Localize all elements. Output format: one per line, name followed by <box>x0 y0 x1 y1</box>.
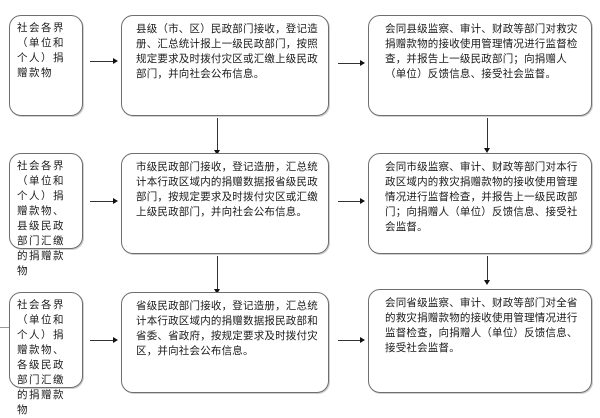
process-box-province: 省级民政部门接收，登记造册，汇总统计本行政区域内的捐赠数据报民政部和省委、省政府… <box>121 292 329 393</box>
arrowhead-down <box>214 289 220 294</box>
arrow-province-to-supervision <box>338 340 360 341</box>
arrow-city-to-province <box>217 256 218 290</box>
process-box-city: 市级民政部门接收，登记造册，汇总统计本行政区域内的捐赠数据报省级民政部门，按规定… <box>121 153 329 254</box>
source-box-county: 社会各界（单位和个人）捐赠款物 <box>9 15 83 116</box>
arrow-county-to-city <box>217 118 218 151</box>
arrow-source-to-city <box>90 201 113 202</box>
supervision-box-city: 会同市级监察、审计、财政等部门对本行政区域内的救灾捐赠款物的接收使用管理情况进行… <box>368 153 592 254</box>
arrowhead-down <box>484 148 490 153</box>
arrow-county-supervision-to-city-supervision <box>487 118 488 149</box>
arrow-county-to-supervision <box>338 63 360 64</box>
source-text: 社会各界（单位和个人）捐赠款物、各级民政部门汇缴的捐赠款物 <box>17 299 65 416</box>
process-text: 县级（市、区）民政部门接收，登记造册、汇总统计报上一级民政部门，按照规定要求及时… <box>136 23 318 80</box>
process-text: 省级民政部门接收，登记造册，汇总统计本行政区域内的捐赠数据报民政部和省委、省政府… <box>136 300 318 357</box>
arrowhead-right <box>113 198 118 204</box>
arrowhead-right <box>360 198 365 204</box>
supervision-box-province: 会同省级监察、审计、财政等部门对全省的救灾捐赠款物的接收使用管理情况进行监督检查… <box>368 289 592 393</box>
arrowhead-down <box>484 280 490 285</box>
source-box-city: 社会各界（单位和个人）捐赠款物、县级民政部门汇缴的捐赠款物 <box>9 153 83 277</box>
arrow-city-to-supervision <box>338 201 360 202</box>
supervision-text: 会同市级监察、审计、财政等部门对本行政区域内的救灾捐赠款物的接收使用管理情况进行… <box>385 161 578 233</box>
arrowhead-right <box>113 58 118 64</box>
source-box-province: 社会各界（单位和个人）捐赠款物、各级民政部门汇缴的捐赠款物 <box>9 292 83 416</box>
process-text: 市级民政部门接收，登记造册，汇总统计本行政区域内的捐赠数据报省级民政部门，按规定… <box>136 161 318 218</box>
arrowhead-down <box>214 150 220 155</box>
arrow-source-to-province <box>90 340 113 341</box>
supervision-text: 会同县级监察、审计、财政等部门对救灾捐赠款物的接收使用管理情况进行监督检查，并报… <box>385 23 578 80</box>
arrowhead-right <box>113 337 118 343</box>
source-text: 社会各界（单位和个人）捐赠款物 <box>17 22 65 79</box>
left-edge-mark <box>0 327 9 328</box>
arrowhead-right <box>360 337 365 343</box>
supervision-box-county: 会同县级监察、审计、财政等部门对救灾捐赠款物的接收使用管理情况进行监督检查，并报… <box>368 15 592 116</box>
arrowhead-right <box>360 60 365 66</box>
source-text: 社会各界（单位和个人）捐赠款物、县级民政部门汇缴的捐赠款物 <box>17 160 65 277</box>
process-box-county: 县级（市、区）民政部门接收，登记造册、汇总统计报上一级民政部门，按照规定要求及时… <box>121 15 329 116</box>
arrow-city-supervision-to-province-supervision <box>487 256 488 281</box>
arrow-source-to-county <box>90 61 113 62</box>
supervision-text: 会同省级监察、审计、财政等部门对全省的救灾捐赠款物的接收使用管理情况进行监督检查… <box>385 297 578 354</box>
